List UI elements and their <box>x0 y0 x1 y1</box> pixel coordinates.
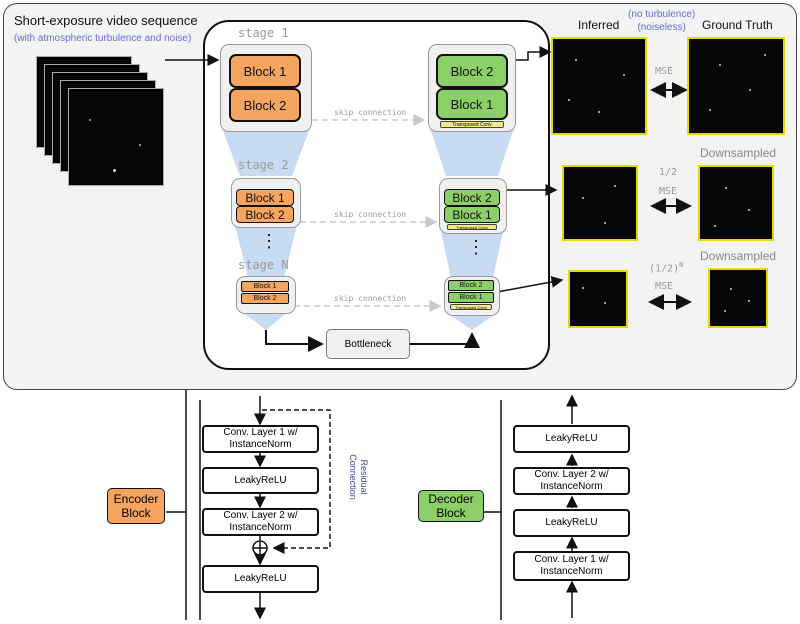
leaky-relu-1: LeakyReLU <box>202 467 319 494</box>
transposed-conv: Transposed Conv <box>450 304 492 310</box>
decoder-block-tag: Decoder Block <box>418 490 484 522</box>
input-subtitle: (with atmospheric turbulence and noise) <box>14 33 192 44</box>
ground-truth-image-half <box>698 165 774 241</box>
decoder-conv-layer-1: Conv. Layer 1 w/ InstanceNorm <box>513 551 630 581</box>
encoder-block-2: Block 2 <box>229 88 301 122</box>
stage-ellipsis: ⋮ <box>467 237 485 257</box>
downsampled-label: Downsampled <box>700 146 777 160</box>
encoder-funnel <box>235 225 297 282</box>
inferred-image <box>551 37 647 135</box>
decoder-funnel <box>430 128 514 176</box>
encoder-block-2: Block 2 <box>241 293 289 304</box>
ground-truth-image-n <box>708 268 768 328</box>
stageN-label: stage N <box>238 258 289 272</box>
decoder-leaky-relu-top: LeakyReLU <box>513 425 630 453</box>
input-title: Short-exposure video sequence <box>14 13 198 28</box>
decoder-block-2: Block 2 <box>436 54 508 88</box>
encoder-block-1: Block 1 <box>241 281 289 292</box>
stage1-label: stage 1 <box>238 26 289 40</box>
conv-layer-2: Conv. Layer 2 w/ InstanceNorm <box>202 508 319 536</box>
residual-connection-label: Residual Connection <box>348 454 369 500</box>
half-scale-label: 1/2 <box>659 167 678 178</box>
mse-label: MSE <box>655 66 674 77</box>
conv-layer-1: Conv. Layer 1 w/ InstanceNorm <box>202 425 319 453</box>
stage-ellipsis: ⋮ <box>260 231 278 251</box>
bottleneck-block: Bottleneck <box>326 329 410 359</box>
transposed-conv: Transposed Conv <box>440 121 504 128</box>
mse-label: MSE <box>659 186 678 197</box>
half-n-scale-label: (1/2)N <box>649 261 683 274</box>
transposed-conv: Transposed Conv <box>447 224 497 230</box>
ground-truth-label: Ground Truth <box>702 18 773 32</box>
input-frame <box>68 88 164 186</box>
residual-connection-label-box: Residual Connection <box>338 430 378 526</box>
decoder-conv-layer-2: Conv. Layer 2 w/ InstanceNorm <box>513 467 630 495</box>
encoder-block-tag: Encoder Block <box>107 488 165 524</box>
inferred-label: Inferred <box>578 18 620 32</box>
decoder-block-1: Block 1 <box>436 88 508 120</box>
mse-label: MSE <box>655 281 674 292</box>
decoder-block-1: Block 1 <box>444 206 500 223</box>
downsampled-label: Downsampled <box>700 249 777 263</box>
encoder-block-1: Block 1 <box>229 54 301 88</box>
ground-truth-image <box>687 37 785 135</box>
decoder-funnel <box>441 232 503 282</box>
decoder-leaky-relu-mid: LeakyReLU <box>513 509 630 537</box>
exponent-n: N <box>679 261 684 269</box>
decoder-block-2: Block 2 <box>448 280 494 291</box>
leaky-relu-2: LeakyReLU <box>202 565 319 593</box>
half-n-base: (1/2) <box>649 263 680 275</box>
ground-truth-note: (no turbulence) (noiseless) <box>628 9 696 33</box>
decoder-block-1: Block 1 <box>448 292 494 303</box>
inferred-image-n <box>568 270 628 328</box>
stage2-label: stage 2 <box>238 158 289 172</box>
decoder-funnel <box>446 312 498 330</box>
skip-connection-label: skip connection <box>334 210 407 219</box>
encoder-block-1: Block 1 <box>236 189 294 206</box>
skip-connection-label: skip connection <box>334 294 407 303</box>
decoder-block-2: Block 2 <box>444 189 500 206</box>
skip-connection-label: skip connection <box>334 108 407 117</box>
encoder-block-2: Block 2 <box>236 206 294 223</box>
inferred-image-half <box>562 165 638 241</box>
encoder-funnel <box>222 128 310 176</box>
encoder-funnel <box>240 310 290 330</box>
